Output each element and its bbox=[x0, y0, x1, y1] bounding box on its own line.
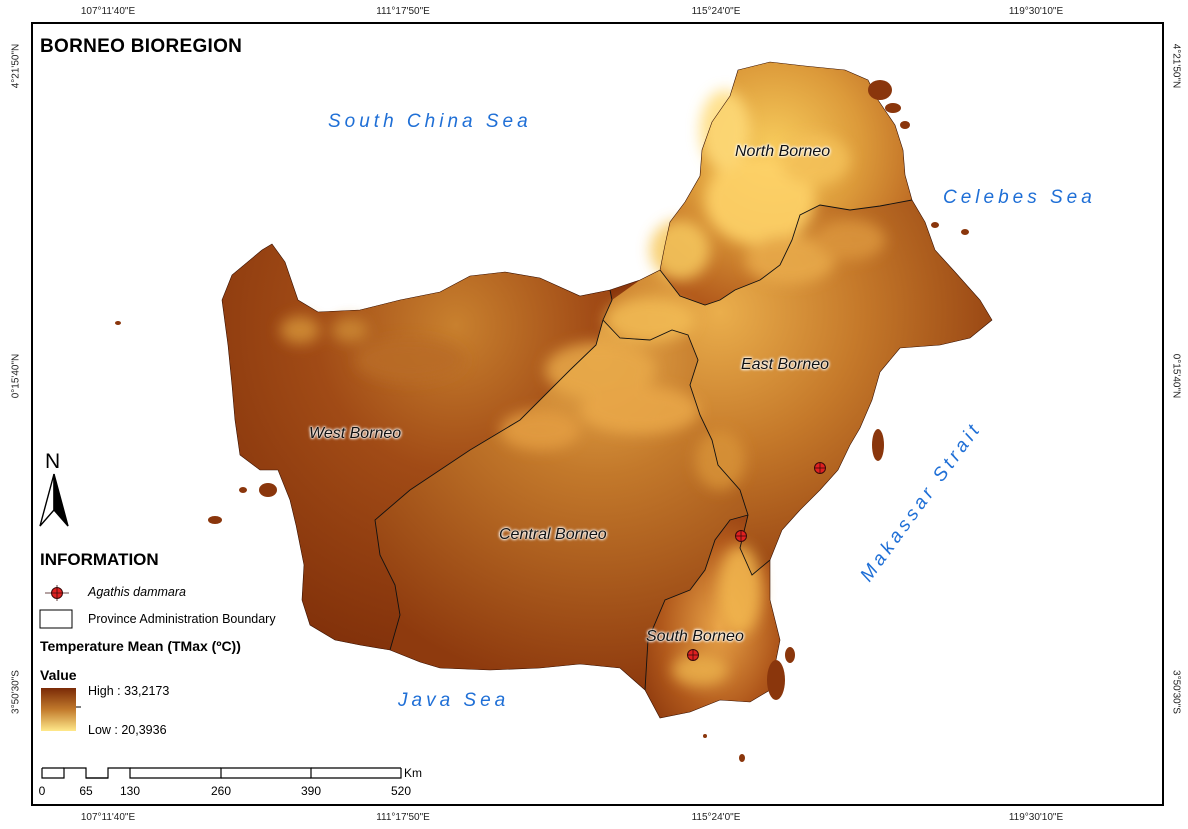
scale-tick-520: 520 bbox=[390, 784, 412, 798]
province-boundaries bbox=[374, 199, 913, 691]
region-label-west-borneo: West Borneo bbox=[309, 425, 402, 442]
legend-low-label: Low : 20,3936 bbox=[88, 723, 167, 737]
legend-temperature-title: Temperature Mean (TMax (ºC)) bbox=[40, 638, 241, 654]
occurrence-point-3 bbox=[687, 649, 699, 661]
scale-bar-graphic bbox=[41, 767, 402, 779]
scale-tick-130: 130 bbox=[119, 784, 141, 798]
map-title: BORNEO BIOREGION bbox=[40, 36, 243, 57]
legend-boundary-label: Province Administration Boundary bbox=[88, 612, 276, 626]
region-label-east-borneo: East Borneo bbox=[741, 356, 830, 373]
scale-tick-390: 390 bbox=[300, 784, 322, 798]
occurrence-points bbox=[687, 462, 826, 661]
region-fill-east bbox=[603, 200, 992, 575]
legend-boundary-swatch bbox=[39, 609, 73, 629]
sea-label-celebes: Celebes Sea bbox=[943, 187, 1096, 208]
legend-heading: INFORMATION bbox=[40, 550, 159, 569]
sea-label-south-china: South China Sea bbox=[328, 111, 532, 132]
legend-value-label: Value bbox=[40, 667, 77, 683]
longitude-label-top-3: 115°24'0"E bbox=[691, 6, 741, 17]
scale-unit: Km bbox=[404, 766, 422, 780]
legend-high-label: High : 33,2173 bbox=[88, 684, 170, 698]
scale-tick-0: 0 bbox=[38, 784, 46, 798]
longitude-label-bottom-4: 119°30'10"E bbox=[1008, 812, 1064, 823]
legend-species-label: Agathis dammara bbox=[88, 585, 186, 599]
longitude-label-bottom-1: 107°11'40"E bbox=[80, 812, 136, 823]
longitude-label-top-1: 107°11'40"E bbox=[80, 6, 136, 17]
longitude-label-top-4: 119°30'10"E bbox=[1008, 6, 1064, 17]
north-arrow-label: N bbox=[45, 450, 61, 473]
region-label-north-borneo: North Borneo bbox=[735, 143, 831, 160]
legend-occurrence-symbol-icon bbox=[45, 585, 69, 601]
longitude-label-bottom-3: 115°24'0"E bbox=[691, 812, 741, 823]
sea-label-java: Java Sea bbox=[398, 690, 510, 711]
coastline bbox=[221, 61, 993, 719]
region-label-south-borneo: South Borneo bbox=[646, 628, 744, 645]
occurrence-point-1 bbox=[814, 462, 826, 474]
small-islands bbox=[115, 80, 969, 762]
scale-tick-260: 260 bbox=[210, 784, 232, 798]
region-fill-west bbox=[222, 244, 612, 650]
occurrence-point-2 bbox=[735, 530, 747, 542]
legend-color-ramp bbox=[41, 688, 76, 731]
longitude-label-top-2: 111°17'50"E bbox=[376, 6, 430, 17]
scale-tick-65: 65 bbox=[79, 784, 93, 798]
region-label-central-borneo: Central Borneo bbox=[499, 526, 607, 543]
longitude-label-bottom-2: 111°17'50"E bbox=[376, 812, 430, 823]
north-arrow-icon bbox=[39, 473, 69, 527]
